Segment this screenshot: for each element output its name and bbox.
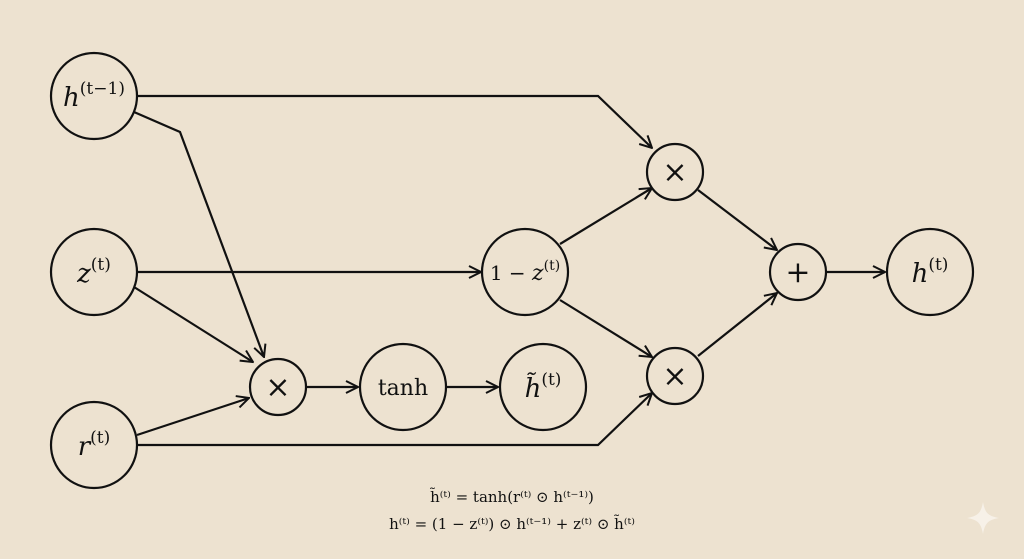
- edge-oneminusz-mulbottom: [559, 299, 652, 357]
- svg-text:z(t): z(t): [76, 255, 111, 289]
- h-tilde-sup: (t): [541, 370, 561, 390]
- one-minus-prefix: 1 −: [490, 261, 532, 285]
- node-one-minus-z: 1 − z(t): [480, 227, 570, 317]
- h-prev-base: h: [63, 83, 80, 113]
- multiply-icon: ×: [662, 155, 687, 190]
- r-base: r: [78, 432, 92, 462]
- edge-oneminusz-multop: [559, 188, 652, 245]
- node-plus: +: [768, 242, 828, 302]
- tanh-label: tanh: [378, 376, 428, 401]
- svg-text:r(t): r(t): [78, 428, 111, 462]
- multiply-icon: ×: [662, 359, 687, 394]
- sparkle-icon: [967, 502, 999, 534]
- node-mul-top: ×: [645, 142, 705, 202]
- z-base: z: [76, 259, 91, 289]
- edge-mulbottom-plus: [697, 293, 777, 357]
- node-r: r(t): [49, 400, 139, 490]
- edge-hprev-multop: [137, 94, 652, 148]
- edge-r-mulbottom: [137, 393, 652, 447]
- edge-multop-plus: [697, 189, 777, 250]
- formula-candidate: h̃⁽ᵗ⁾ = tanh(r⁽ᵗ⁾ ⊙ h⁽ᵗ⁻¹⁾): [429, 488, 594, 506]
- h-out-sup: (t): [928, 255, 948, 275]
- node-h-tilde: h̃(t): [498, 342, 588, 432]
- node-mul-bottom: ×: [645, 346, 705, 406]
- svg-text:h̃(t): h̃(t): [525, 370, 562, 404]
- node-tanh: tanh: [358, 342, 448, 432]
- node-z: z(t): [49, 227, 139, 317]
- svg-text:h(t−1): h(t−1): [63, 79, 125, 113]
- edge-hprev-mulreset: [133, 110, 264, 357]
- formula-output: h⁽ᵗ⁾ = (1 − z⁽ᵗ⁾) ⊙ h⁽ᵗ⁻¹⁾ + z⁽ᵗ⁾ ⊙ h̃⁽ᵗ…: [389, 515, 635, 533]
- plus-icon: +: [785, 255, 810, 290]
- multiply-icon: ×: [265, 370, 290, 405]
- r-sup: (t): [90, 428, 110, 448]
- edges: [133, 94, 885, 447]
- node-mul-reset: ×: [248, 357, 308, 417]
- edge-r-mulreset: [136, 398, 249, 437]
- h-tilde-base: h̃: [525, 372, 542, 404]
- svg-text:h(t): h(t): [912, 255, 949, 289]
- one-minus-z-base: z: [531, 261, 544, 286]
- h-prev-sup: (t−1): [80, 79, 125, 99]
- h-out-base: h: [912, 259, 929, 289]
- one-minus-z-sup: (t): [544, 258, 561, 274]
- z-sup: (t): [91, 255, 111, 275]
- node-h-prev: h(t−1): [49, 51, 139, 141]
- svg-text:1 − z(t): 1 − z(t): [490, 258, 560, 286]
- edge-z-mulreset: [133, 286, 253, 362]
- node-h-out: h(t): [885, 227, 975, 317]
